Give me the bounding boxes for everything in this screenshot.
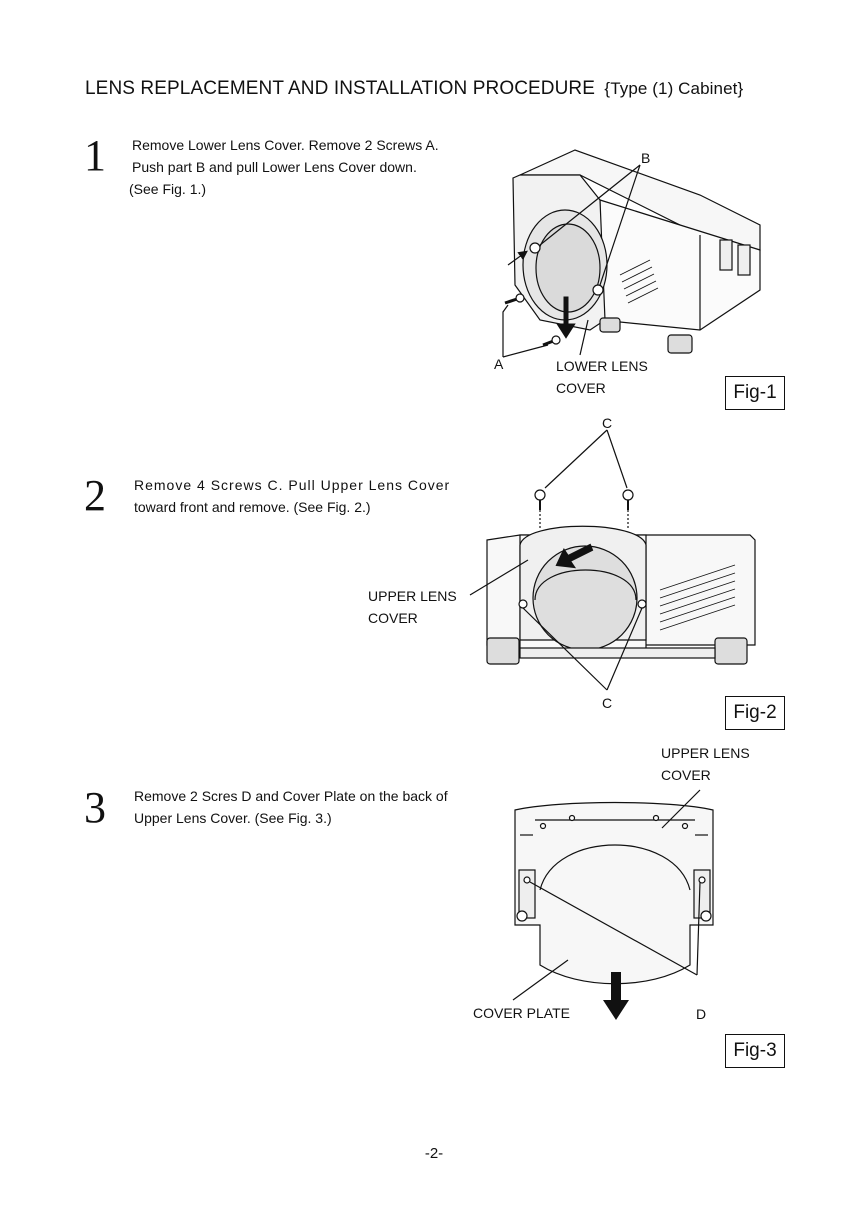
title-subtitle: {Type (1) Cabinet}: [604, 79, 744, 98]
page-number: -2-: [424, 1145, 444, 1162]
step-2-number: 2: [84, 471, 106, 520]
fig2-label-cover-2: COVER: [368, 610, 418, 626]
fig2-label-cover-1: UPPER LENS: [368, 588, 457, 604]
fig1-down-arrow-icon: [556, 296, 576, 339]
fig2-leader-lines: [469, 429, 643, 691]
fig3-cover-drawing: [514, 801, 714, 985]
fig2-label-c-bottom: C: [602, 695, 613, 711]
fig2-projector-drawing: [486, 489, 756, 665]
step-1-number: 1: [84, 131, 106, 180]
fig3-down-arrow-icon: [603, 972, 629, 1020]
fig1-caption: Fig-1: [725, 376, 785, 410]
fig1-label-b: B: [641, 150, 651, 166]
fig1-projector-drawing: [504, 149, 761, 354]
fig2-label-c-top: C: [602, 415, 613, 431]
step-3-number: 3: [84, 783, 106, 832]
fig1-label-cover-1: LOWER LENS: [556, 358, 648, 374]
step-1-line-3: (See Fig. 1.): [129, 181, 207, 197]
title-main: LENS REPLACEMENT AND INSTALLATION PROCED…: [85, 78, 596, 99]
step-3-text: Remove 2 Scres D and Cover Plate on the …: [134, 785, 466, 829]
fig3-leader-lines: [512, 789, 701, 1001]
fig3-caption: Fig-3: [725, 1034, 785, 1068]
fig3-label-d: D: [696, 1006, 707, 1022]
step-1-line-2: Push part B and pull Lower Lens Cover do…: [132, 159, 417, 175]
fig1-leader-lines: [502, 164, 641, 358]
fig1-label-a: A: [494, 356, 504, 372]
fig3-label-cover-plate: COVER PLATE: [473, 1005, 570, 1021]
fig3-label-cover-2: COVER: [661, 767, 711, 783]
step-3-line-2: Upper Lens Cover. (See Fig. 3.): [134, 810, 332, 826]
step-2-line-2: toward front and remove. (See Fig. 2.): [134, 499, 371, 515]
fig3-label-cover-1: UPPER LENS: [661, 745, 750, 761]
step-1-text: Remove Lower Lens Cover. Remove 2 Screws…: [129, 134, 464, 200]
page-title: LENS REPLACEMENT AND INSTALLATION PROCED…: [85, 78, 743, 100]
step-3-line-1: Remove 2 Scres D and Cover Plate on the …: [134, 788, 448, 804]
fig2-caption: Fig-2: [725, 696, 785, 730]
step-1-line-1: Remove Lower Lens Cover. Remove 2 Screws…: [132, 137, 439, 153]
step-2-line-1: Remove 4 Screws C. Pull Upper Lens Cover: [134, 477, 451, 493]
fig2-front-arrow-icon: [555, 543, 594, 569]
step-2-text: Remove 4 Screws C. Pull Upper Lens Cover…: [134, 474, 466, 518]
fig1-label-cover-2: COVER: [556, 380, 606, 396]
